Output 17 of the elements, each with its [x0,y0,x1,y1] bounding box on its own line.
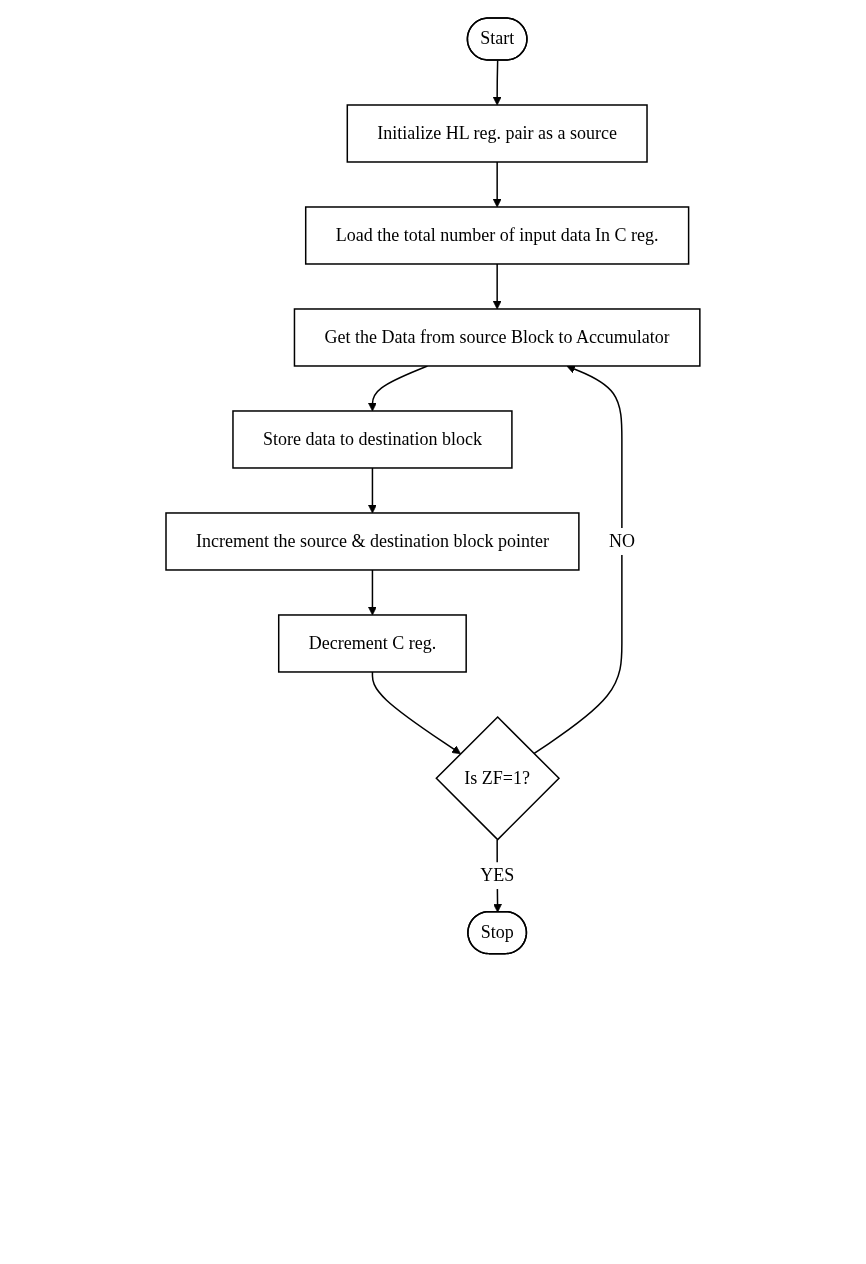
node-diamond: Is ZF=1? [435,715,561,841]
edge-label: NO [608,530,635,551]
node-box: Initialize HL reg. pair as a source [346,104,648,163]
node-box: Decrement C reg. [278,614,467,673]
arrow [492,263,502,310]
edge-label: YES [480,865,515,886]
arrow [368,467,377,514]
arrow [533,364,623,755]
node-box: Store data to destination block [232,410,513,469]
node-box: Get the Data from source Block to Accumulator [293,308,701,367]
node-box: Increment the source & destination block pointer [165,512,580,571]
arrow [371,671,461,755]
arrow [368,569,377,616]
arrow [492,59,502,106]
node-box: Load the total number of input data In C reg. [305,206,690,265]
arrow [368,365,429,412]
arrow [492,161,502,208]
